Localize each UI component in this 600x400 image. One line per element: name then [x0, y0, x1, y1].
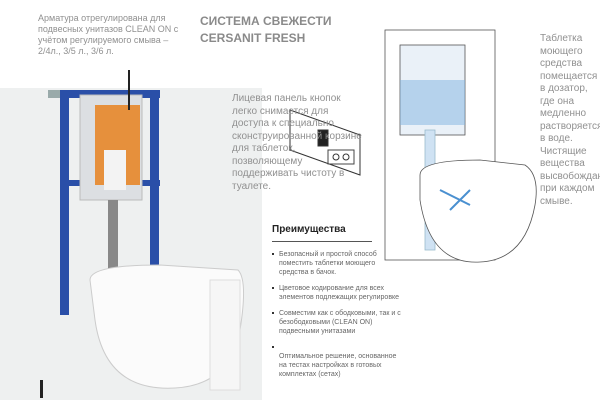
- frame-adjustment-note: Арматура отрегулирована для подвесных ун…: [38, 13, 179, 56]
- advantage-item-empty: [272, 343, 402, 349]
- advantage-item: Безопасный и простой способ поместить та…: [272, 250, 402, 277]
- cistern-toilet-illustration: [384, 29, 537, 263]
- button-panel-illustration: [289, 109, 361, 176]
- advantages-list: Безопасный и простой способ поместить та…: [272, 250, 402, 349]
- advantage-item: Совместим как с ободковыми, так и с безо…: [272, 309, 402, 336]
- advantages-footer: Оптимальное решение, основанное на теста…: [279, 353, 397, 378]
- advantage-item: Цветовое кодирование для всех элементов …: [272, 284, 402, 302]
- page-title: СИСТЕМА СВЕЖЕСТИ CERSANIT FRESH: [200, 13, 332, 47]
- title-line-2: CERSANIT FRESH: [200, 31, 306, 45]
- front-panel-note: Лицевая панель кнопок легко снимается дл…: [232, 93, 362, 192]
- advantages-section: Преимущества Безопасный и простой способ…: [272, 224, 402, 379]
- tablet-note: Таблетка моющего средства помещается в д…: [540, 33, 600, 207]
- title-line-1: СИСТЕМА СВЕЖЕСТИ: [200, 14, 332, 28]
- advantages-heading: Преимущества: [272, 224, 372, 242]
- installation-frame-illustration: [40, 70, 244, 398]
